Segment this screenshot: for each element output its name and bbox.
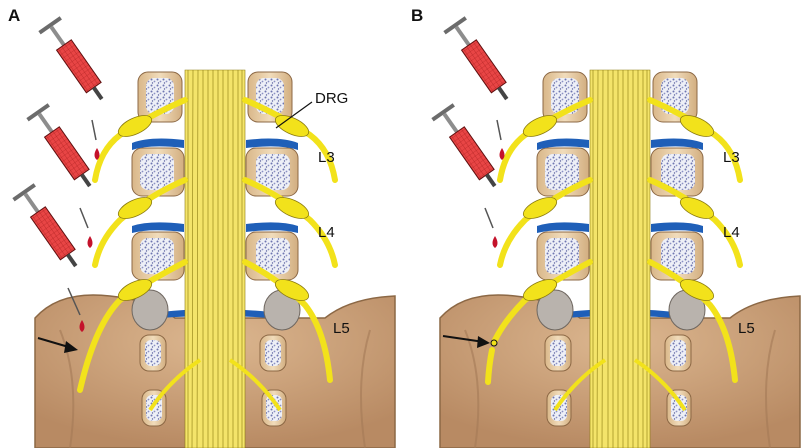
level-label-l5: L5 [333,320,350,337]
syringe-2 [431,103,505,248]
panel-a-letter: A [8,6,20,25]
level-label-l5: L5 [738,320,755,337]
cauda-equina [590,70,650,448]
level-label-l3: L3 [318,149,335,166]
panel-a: A DRG L3 L4 L5 [8,6,395,448]
level-label-l4: L4 [723,224,740,241]
panel-b: B L3 L4 L5 [411,6,800,448]
level-label-l3: L3 [723,149,740,166]
cauda-equina [185,70,245,448]
ligation-marker [491,340,497,346]
panel-b-letter: B [411,6,423,25]
level-label-l4: L4 [318,224,335,241]
drg-label: DRG [315,90,348,107]
